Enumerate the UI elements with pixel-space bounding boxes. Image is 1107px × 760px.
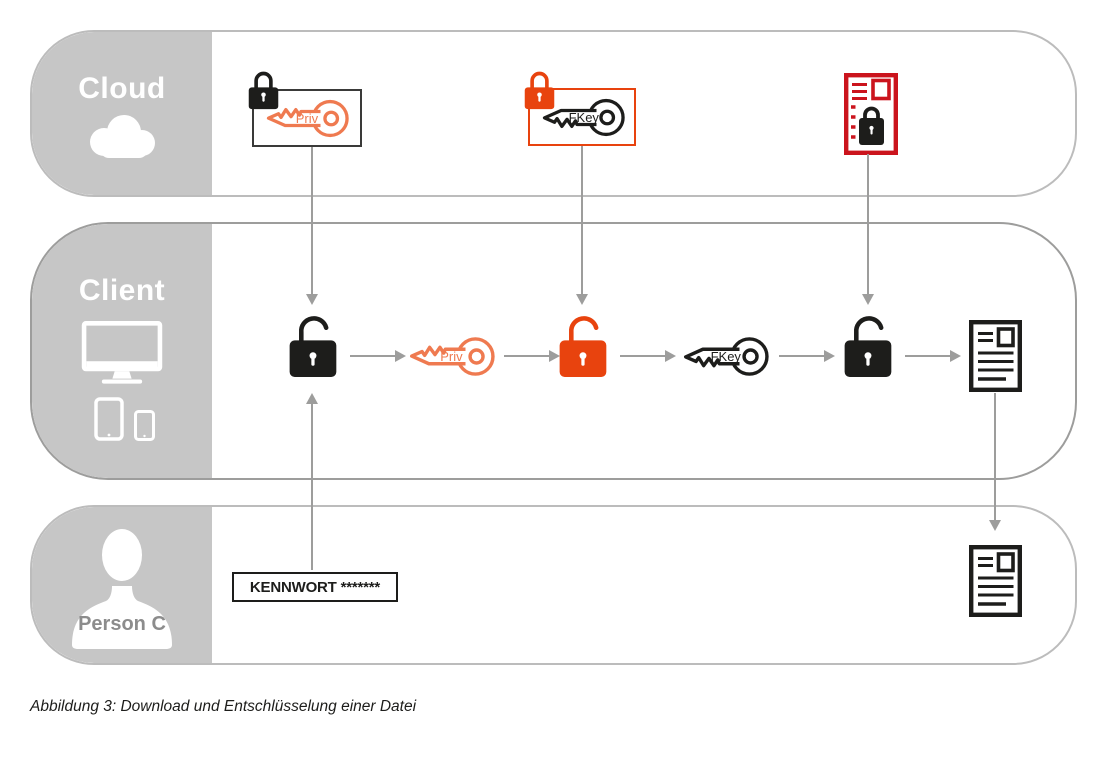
tablet-icon xyxy=(94,397,124,441)
phone-icon xyxy=(134,410,155,441)
file-key-label: FKey xyxy=(710,348,741,364)
encrypted-document-icon xyxy=(844,73,898,155)
arrow-right xyxy=(779,350,835,362)
lane-cloud: Cloud Priv FKey xyxy=(30,30,1077,197)
private-key-label: Priv xyxy=(440,348,463,364)
monitor-icon xyxy=(79,321,165,385)
cloud-lane-title: Cloud xyxy=(78,72,166,105)
person-lane-title: Person C xyxy=(78,613,166,635)
private-key-label: Priv xyxy=(295,110,319,126)
padlock-open-icon xyxy=(288,312,341,379)
client-lane-title: Client xyxy=(78,274,166,307)
client-lane-label-area: Client xyxy=(32,224,212,478)
arrow-right xyxy=(620,350,676,362)
password-box: KENNWORT ******* xyxy=(232,572,398,602)
padlock-open-icon xyxy=(558,312,611,379)
cloud-icon xyxy=(86,112,158,158)
arrow-right xyxy=(504,350,560,362)
file-key-icon: FKey xyxy=(680,333,770,380)
arrow-down-private-key xyxy=(306,147,318,305)
file-key-icon: FKey xyxy=(539,95,626,140)
figure-caption: Abbildung 3: Download und Entschlüsselun… xyxy=(30,698,417,715)
arrow-down-document xyxy=(989,393,1001,531)
private-key-icon: Priv xyxy=(263,96,350,141)
lane-client: Client Priv FKey xyxy=(30,222,1077,480)
arrow-up-password xyxy=(306,393,318,570)
file-key-label: FKey xyxy=(568,109,599,125)
cloud-lane-label-area: Cloud xyxy=(32,32,212,195)
lane-person: Person C KENNWORT ******* xyxy=(30,505,1077,665)
arrow-right xyxy=(350,350,406,362)
document-icon xyxy=(969,320,1022,392)
padlock-closed-icon xyxy=(247,69,280,111)
padlock-open-icon xyxy=(843,312,896,379)
arrow-down-file-key xyxy=(576,146,588,305)
person-lane-label-area: Person C xyxy=(32,507,212,663)
arrow-down-encrypted-document xyxy=(862,154,874,305)
document-icon xyxy=(969,545,1022,617)
arrow-right xyxy=(905,350,961,362)
padlock-closed-icon xyxy=(523,69,556,111)
private-key-icon: Priv xyxy=(406,333,496,380)
